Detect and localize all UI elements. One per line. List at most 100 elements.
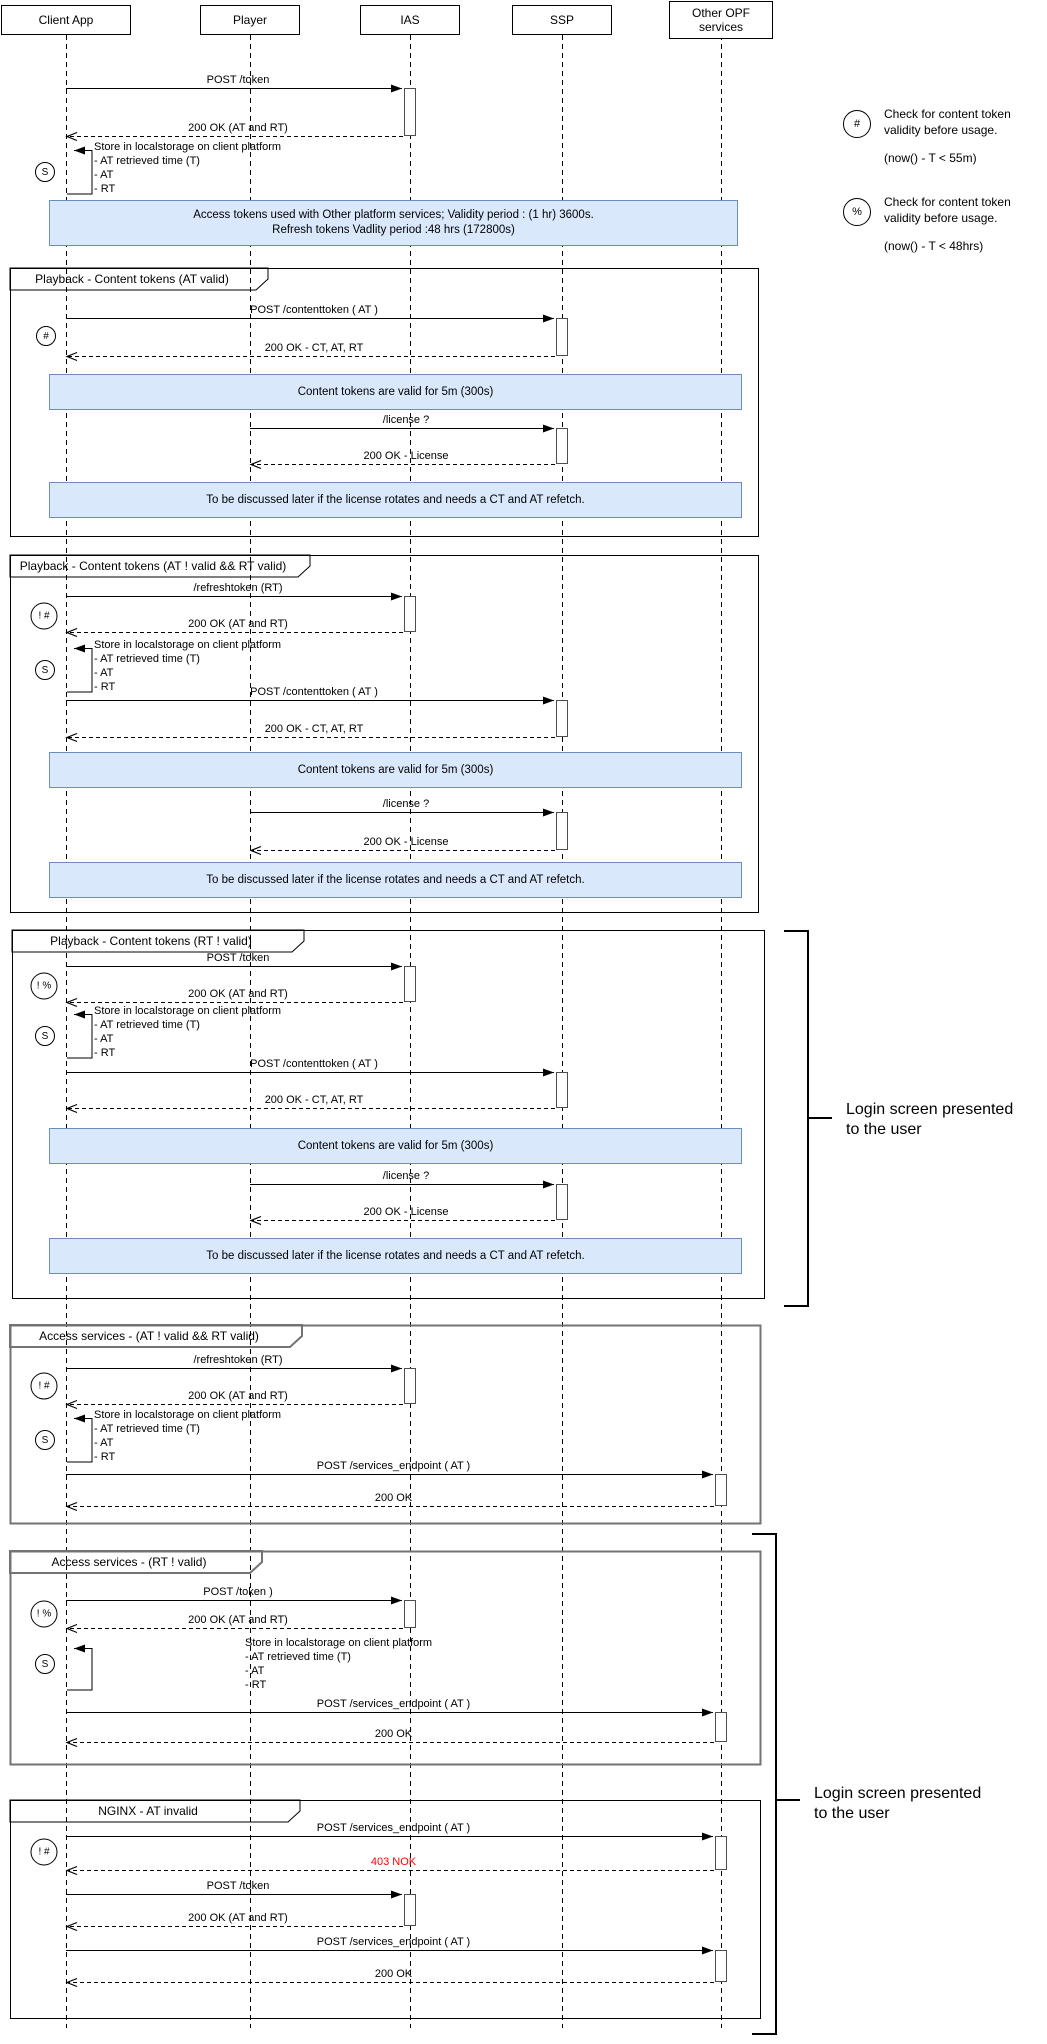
note-7: To be discussed later if the license rot… <box>49 1238 742 1274</box>
message-label-10: 200 OK - CT, AT, RT <box>264 723 364 735</box>
store-localstorage-text-2: Store in localstorage on client platform… <box>94 638 281 694</box>
bracket-2 <box>752 1533 800 2035</box>
guard-badge-5: ! % <box>30 1600 58 1628</box>
frame-5 <box>9 1550 762 1766</box>
self-message-loop-2 <box>67 648 93 693</box>
note-text-line: Content tokens are valid for 5m (300s) <box>297 1139 494 1152</box>
store-text-line: Store in localstorage on client platform <box>94 141 282 153</box>
self-message-loop-1 <box>67 150 93 195</box>
frame-title-1: Playback - Content tokens (AT valid) <box>35 272 229 286</box>
message-label-19: /refreshtoken (RT) <box>193 1354 283 1366</box>
activation-bar-9 <box>556 1184 568 1220</box>
activation-bar-5 <box>556 700 568 737</box>
self-message-loop-4 <box>67 1418 93 1463</box>
note-5: To be discussed later if the license rot… <box>49 862 742 898</box>
message-label-32: 200 OK <box>374 1968 413 1980</box>
bracket-label-line: to the user <box>814 1805 890 1822</box>
frame-6 <box>10 1800 761 2019</box>
message-label-17: /license ? <box>382 1170 430 1182</box>
store-localstorage-text-4: Store in localstorage on client platform… <box>94 1408 281 1464</box>
activation-bar-14 <box>715 1836 727 1870</box>
message-label-12: 200 OK - License <box>363 836 449 848</box>
message-label-22: 200 OK <box>374 1492 413 1504</box>
store-localstorage-text-3: Store in localstorage on client platform… <box>94 1004 281 1060</box>
store-text-line: - RT <box>245 1679 267 1691</box>
note-text-line: To be discussed later if the license rot… <box>206 1249 585 1262</box>
note-2: Content tokens are valid for 5m (300s) <box>49 374 742 410</box>
store-text-line: - AT retrieved time (T) <box>94 155 200 167</box>
activation-bar-1 <box>404 88 416 136</box>
store-text-line: - AT retrieved time (T) <box>245 1651 351 1663</box>
note-1: Access tokens used with Other platform s… <box>49 200 738 246</box>
message-label-25: POST /services_endpoint ( AT ) <box>316 1698 471 1710</box>
legend-symbol-1-icon: # <box>843 110 871 138</box>
message-label-21: POST /services_endpoint ( AT ) <box>316 1460 471 1472</box>
message-label-9: POST /contenttoken ( AT ) <box>250 686 378 698</box>
store-text-line: Store in localstorage on client platform <box>94 639 282 651</box>
activation-bar-2 <box>556 318 568 356</box>
store-text-line: - RT <box>94 1451 116 1463</box>
store-badge: S <box>35 1026 55 1046</box>
store-text-line: Store in localstorage on client platform <box>245 1637 433 1649</box>
message-label-6: 200 OK - License <box>363 450 449 462</box>
message-label-3: POST /contenttoken ( AT ) <box>250 304 378 316</box>
store-text-line: - RT <box>94 681 116 693</box>
actor-label: IAS <box>400 13 420 27</box>
frame-tab-6 <box>9 1799 301 1823</box>
activation-bar-6 <box>556 812 568 850</box>
frame-4 <box>9 1324 762 1525</box>
message-label-28: 403 NOK <box>370 1856 417 1868</box>
frame-title-4: Access services - (AT ! valid && RT vali… <box>39 1329 259 1343</box>
actor-label: Client App <box>38 13 94 27</box>
store-text-line: - AT retrieved time (T) <box>94 653 200 665</box>
store-badge: S <box>35 162 55 182</box>
note-3: To be discussed later if the license rot… <box>49 482 742 518</box>
store-text-line: - AT retrieved time (T) <box>94 1019 200 1031</box>
frame-2 <box>10 555 759 913</box>
actor-box-ias: IAS <box>360 5 460 35</box>
frame-title-3: Playback - Content tokens (RT ! valid) <box>50 934 252 948</box>
frame-1 <box>10 268 759 537</box>
frame-tab-5 <box>9 1550 263 1574</box>
activation-bar-4 <box>404 596 416 632</box>
message-label-24: 200 OK (AT and RT) <box>188 1614 288 1626</box>
message-label-11: /license ? <box>382 798 430 810</box>
bracket-label-line: to the user <box>846 1121 922 1138</box>
note-text-line: Content tokens are valid for 5m (300s) <box>297 385 494 398</box>
store-text-line: Store in localstorage on client platform <box>94 1409 282 1421</box>
message-label-30: 200 OK (AT and RT) <box>188 1912 288 1924</box>
activation-bar-12 <box>404 1600 416 1628</box>
note-6: Content tokens are valid for 5m (300s) <box>49 1128 742 1164</box>
store-localstorage-text-1: Store in localstorage on client platform… <box>94 140 281 196</box>
guard-badge-2: ! # <box>30 602 58 630</box>
store-text-line: - AT retrieved time (T) <box>94 1423 200 1435</box>
note-text-line: Refresh tokens Vadlity period :48 hrs (1… <box>272 224 515 236</box>
message-label-15: POST /contenttoken ( AT ) <box>250 1058 378 1070</box>
store-text-line: Store in localstorage on client platform <box>94 1005 282 1017</box>
note-text-line: To be discussed later if the license rot… <box>206 873 585 886</box>
legend-text-1: Check for content token validity before u… <box>884 106 1011 138</box>
legend-text-line: Check for content token <box>884 107 1011 121</box>
bracket-label-line: Login screen presented <box>814 1785 982 1802</box>
message-label-18: 200 OK - License <box>363 1206 449 1218</box>
self-message-loop-5 <box>67 1648 93 1691</box>
activation-bar-7 <box>404 966 416 1002</box>
store-text-line: - RT <box>94 1047 116 1059</box>
bracket-label-line: Login screen presented <box>846 1101 1014 1118</box>
message-label-16: 200 OK - CT, AT, RT <box>264 1094 364 1106</box>
store-badge: S <box>35 1654 55 1674</box>
store-text-line: - AT <box>94 1033 114 1045</box>
actor-label: Other OPF <box>691 6 750 20</box>
frame-tab-2 <box>9 554 311 578</box>
note-text-line: Content tokens are valid for 5m (300s) <box>297 763 494 776</box>
activation-bar-11 <box>715 1474 727 1506</box>
message-label-26: 200 OK <box>374 1728 413 1740</box>
store-text-line: - RT <box>94 183 116 195</box>
bracket-label-2: Login screen presented to the user <box>814 1784 981 1824</box>
legend-text-line: validity before usage. <box>884 123 998 137</box>
store-localstorage-text-5: Store in localstorage on client platform… <box>245 1636 432 1692</box>
note-text-line: Access tokens used with Other platform s… <box>193 209 594 221</box>
bracket-label-1: Login screen presented to the user <box>846 1100 1013 1140</box>
